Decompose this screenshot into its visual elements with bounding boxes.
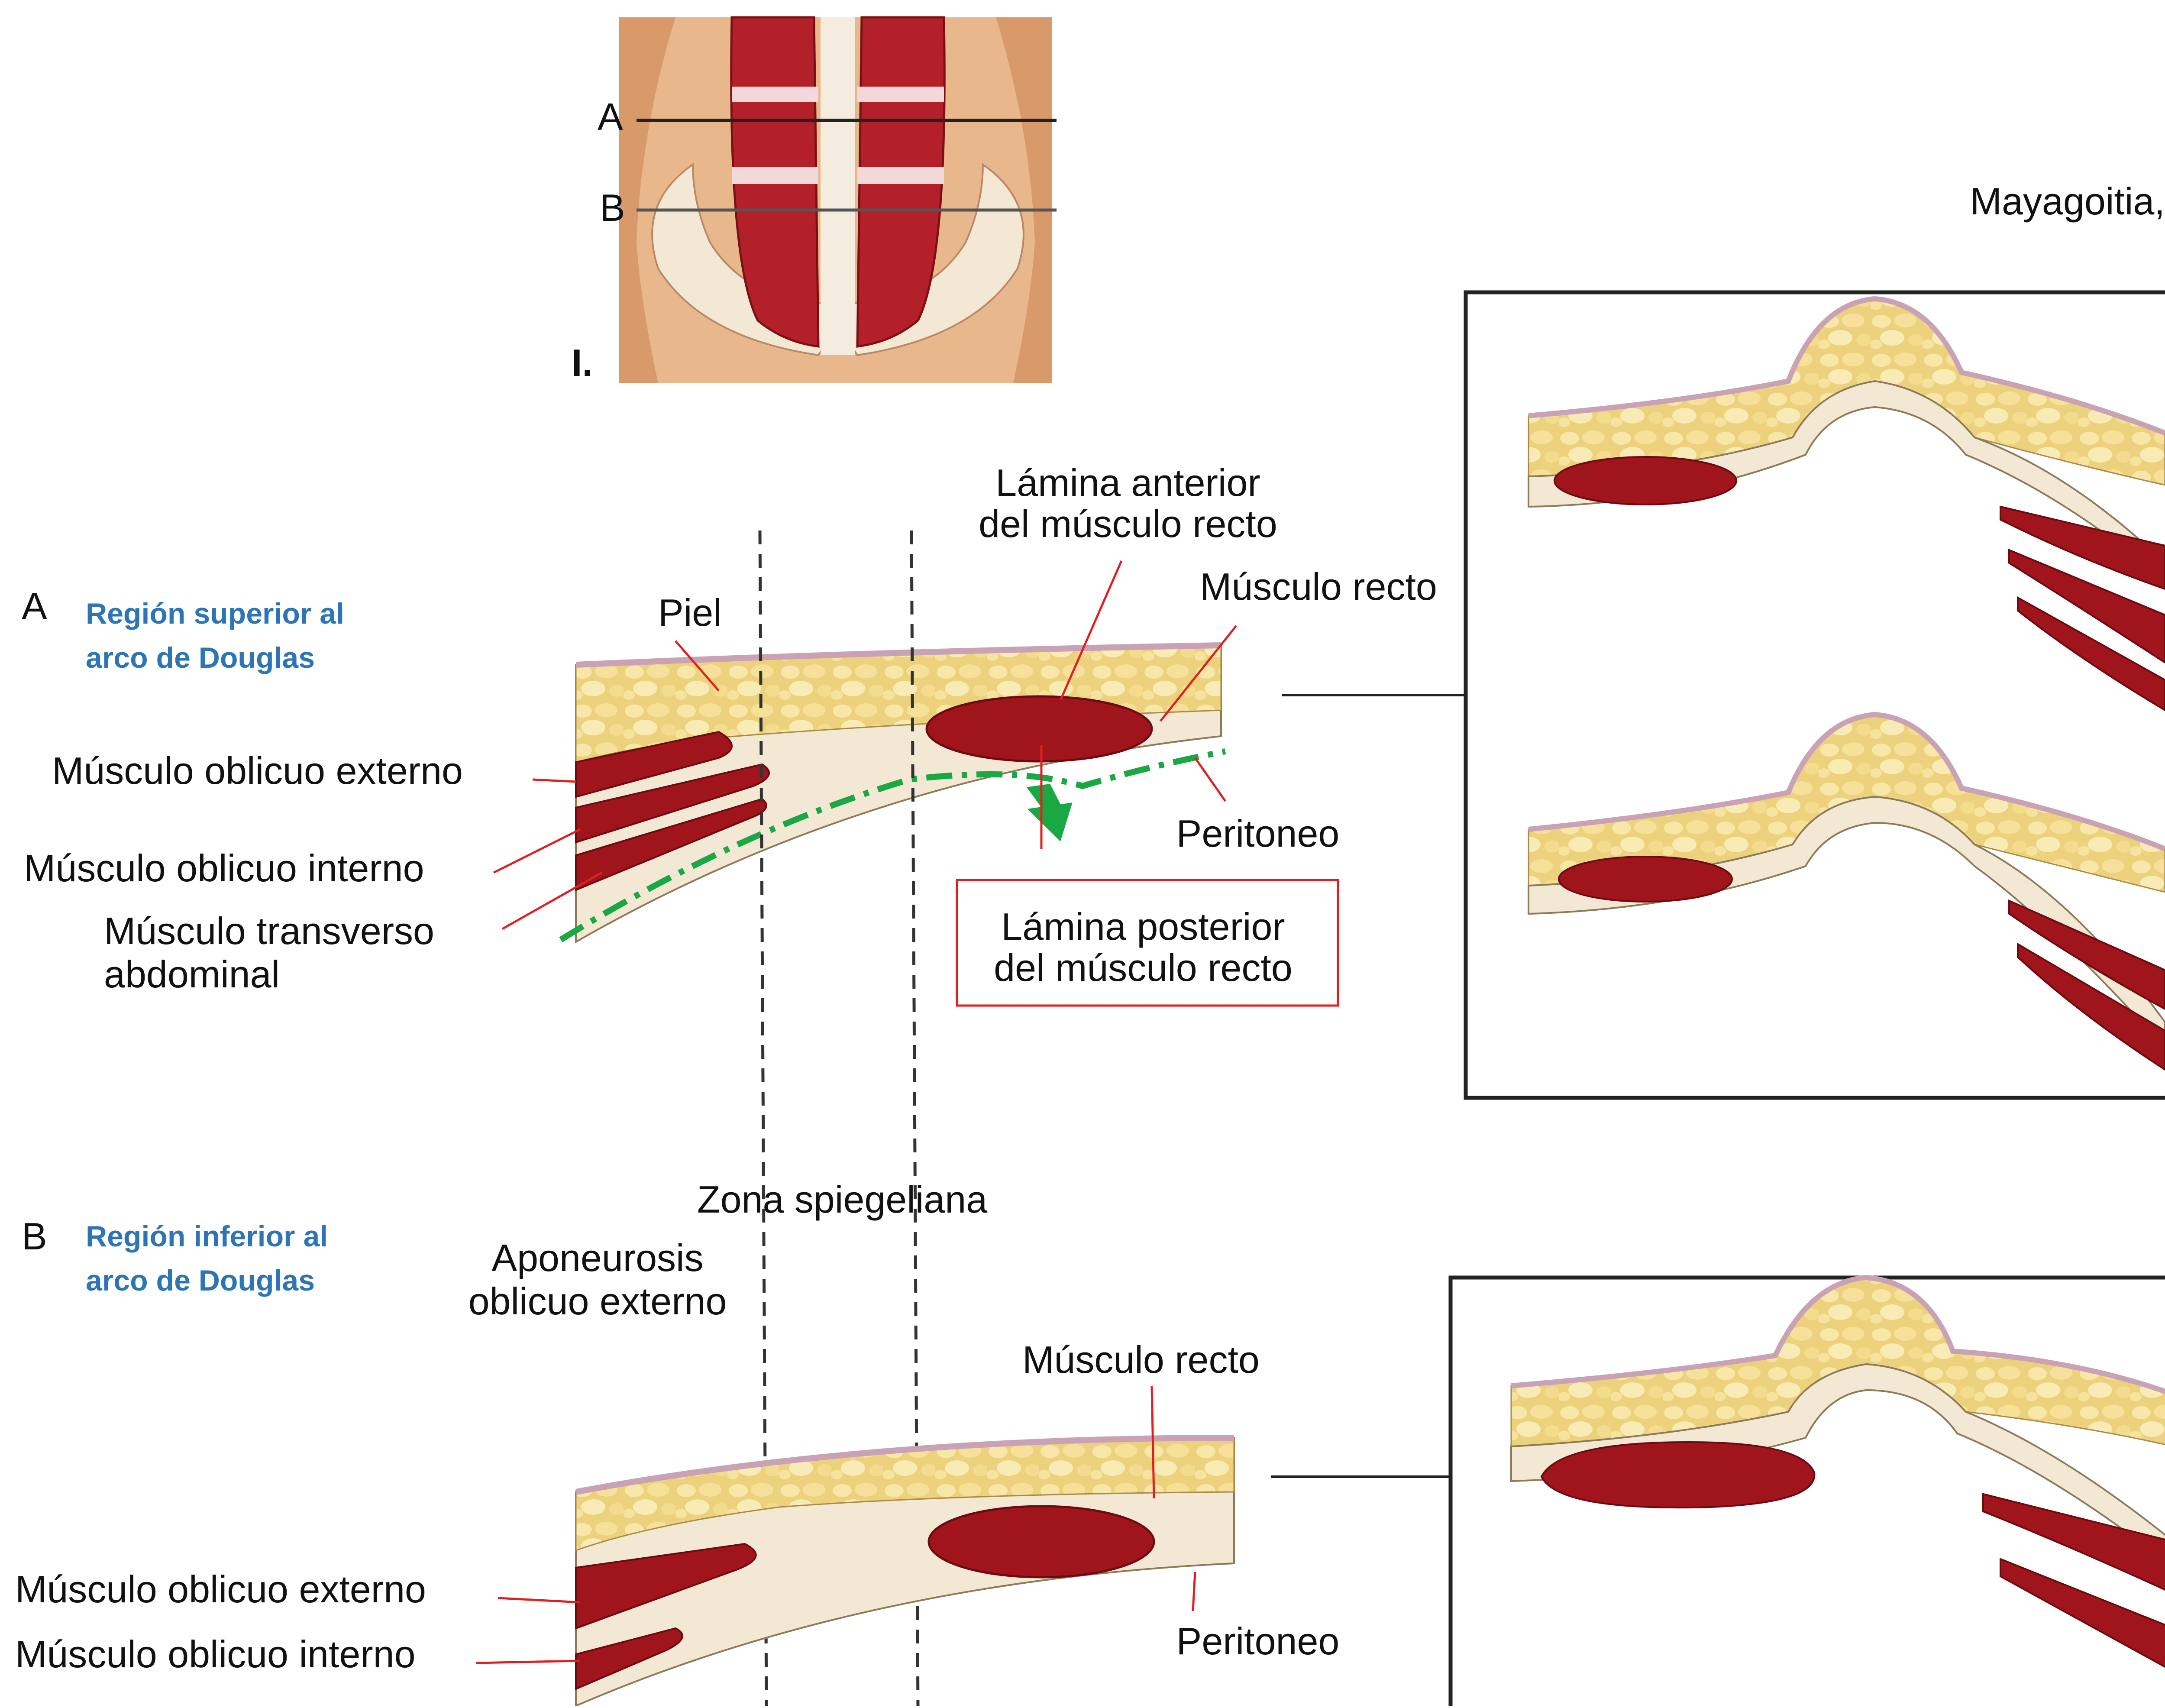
inset-a1-rectus [1554,457,1736,505]
spigelian-zone-label: Zona spiegeliana [697,1178,987,1221]
section-a-peritoneum-leader [1195,758,1225,801]
section-b-aponeurosis-line2: oblicuo externo [469,1280,727,1323]
section-b-external-oblique-leader [498,1598,580,1602]
section-a-rectus-label: Músculo recto [1200,565,1437,608]
section-a-peritoneum-label: Peritoneo [1176,812,1340,855]
torso-overview: A B I. [572,17,1057,384]
section-a-internal-oblique-label: Músculo oblicuo interno [24,847,424,890]
section-b-rectus [929,1506,1154,1577]
section-b-internal-oblique-leader [476,1661,580,1663]
section-line-b-label: B [600,186,625,229]
section-a-region-line1: Región superior al [86,597,344,630]
section-a-posterior-sheath-line2: del músculo recto [994,946,1293,989]
section-a-rectus [927,696,1152,761]
section-b-region-line1: Región inferior al [86,1220,328,1253]
credit-label: Mayagoitia, 2015 [1970,180,2165,223]
section-a-anterior-sheath-line1: Lámina anterior [995,461,1260,504]
linea-alba-overview [821,17,855,355]
section-a-anterior-sheath-line2: del músculo recto [979,502,1277,545]
tendinous-intersection-1l [732,87,818,102]
section-a-posterior-sheath-line1: Lámina posterior [1001,905,1285,948]
section-a-skin-label: Piel [658,591,722,634]
section-b-peritoneum-leader [1193,1572,1195,1611]
tendinous-intersection-2r [857,167,944,184]
section-a-transversus-line1: Músculo transverso [104,909,434,952]
section-b-internal-oblique-label: Músculo oblicuo interno [15,1633,416,1676]
section-b-peritoneum-label: Peritoneo [1176,1620,1340,1663]
section-a-external-oblique-label: Músculo oblicuo externo [52,749,463,792]
posterior-sheath-arrow-icon [1024,781,1078,845]
section-b-letter: B [22,1215,47,1258]
section-line-a-label: A [598,95,623,138]
tendinous-intersection-2l [732,167,818,184]
inset-b1-rectus [1541,1442,1814,1507]
section-a-internal-oblique-leader [494,829,580,873]
section-b-diagram [576,1438,1234,1706]
section-b-external-oblique-label: Músculo oblicuo externo [15,1568,426,1611]
section-a-letter: A [22,585,47,628]
section-a-region-line2: arco de Douglas [86,641,315,674]
figure-label: I. [572,341,593,384]
section-b-rectus-label: Músculo recto [1022,1338,1260,1381]
section-b-aponeurosis-line1: Aponeurosis [491,1236,703,1279]
section-a-external-oblique-leader [533,780,576,782]
section-a-transversus-line2: abdominal [104,953,280,996]
section-b-region-line2: arco de Douglas [86,1264,315,1297]
inset-a2-rectus [1559,857,1732,902]
tendinous-intersection-1r [857,87,944,102]
